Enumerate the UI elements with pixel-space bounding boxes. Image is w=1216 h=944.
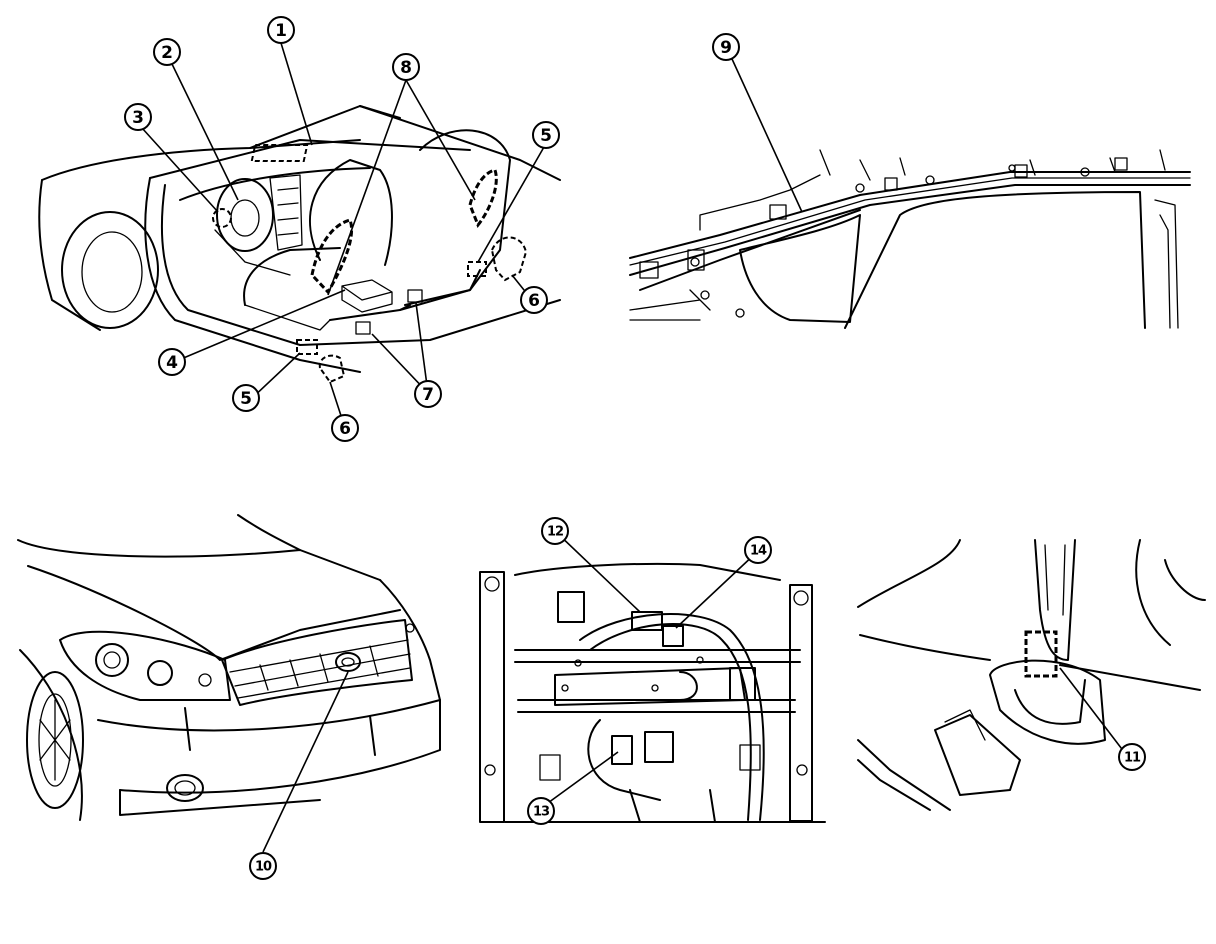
- svg-text:6: 6: [528, 291, 540, 311]
- callout-2: 2: [153, 38, 181, 66]
- callout-11: 11: [1118, 743, 1146, 771]
- callout-5-lower: 5: [232, 384, 260, 412]
- vehicle-front-view: [17, 514, 441, 853]
- callout-10: 10: [249, 852, 277, 880]
- callout-9: 9: [712, 33, 740, 61]
- callout-5-upper: 5: [532, 121, 560, 149]
- svg-text:2: 2: [161, 43, 173, 63]
- vehicle-interior-view: [38, 42, 561, 429]
- svg-text:11: 11: [1124, 751, 1141, 766]
- svg-text:9: 9: [720, 38, 732, 58]
- svg-text:4: 4: [166, 353, 178, 373]
- callout-3: 3: [124, 103, 152, 131]
- svg-text:7: 7: [422, 385, 434, 405]
- svg-text:14: 14: [750, 544, 767, 559]
- svg-text:5: 5: [240, 389, 252, 409]
- svg-text:13: 13: [533, 805, 550, 820]
- svg-text:12: 12: [547, 525, 563, 540]
- svg-text:6: 6: [339, 419, 351, 439]
- callout-14: 14: [744, 536, 772, 564]
- svg-text:10: 10: [255, 860, 272, 875]
- callout-6-upper: 6: [520, 286, 548, 314]
- callout-4: 4: [158, 348, 186, 376]
- callout-8: 8: [392, 53, 420, 81]
- callout-13: 13: [527, 797, 555, 825]
- seat-belt-buckle-view: [857, 539, 1206, 811]
- callout-6-lower: 6: [331, 414, 359, 442]
- roof-rail-view: [629, 47, 1191, 329]
- callout-1: 1: [267, 16, 295, 44]
- svg-text:3: 3: [132, 108, 144, 128]
- svg-text:1: 1: [275, 21, 287, 41]
- callout-7: 7: [414, 380, 442, 408]
- svg-text:8: 8: [400, 58, 412, 78]
- under-seat-view: [479, 530, 826, 823]
- svg-text:5: 5: [540, 126, 552, 146]
- callout-12: 12: [541, 517, 569, 545]
